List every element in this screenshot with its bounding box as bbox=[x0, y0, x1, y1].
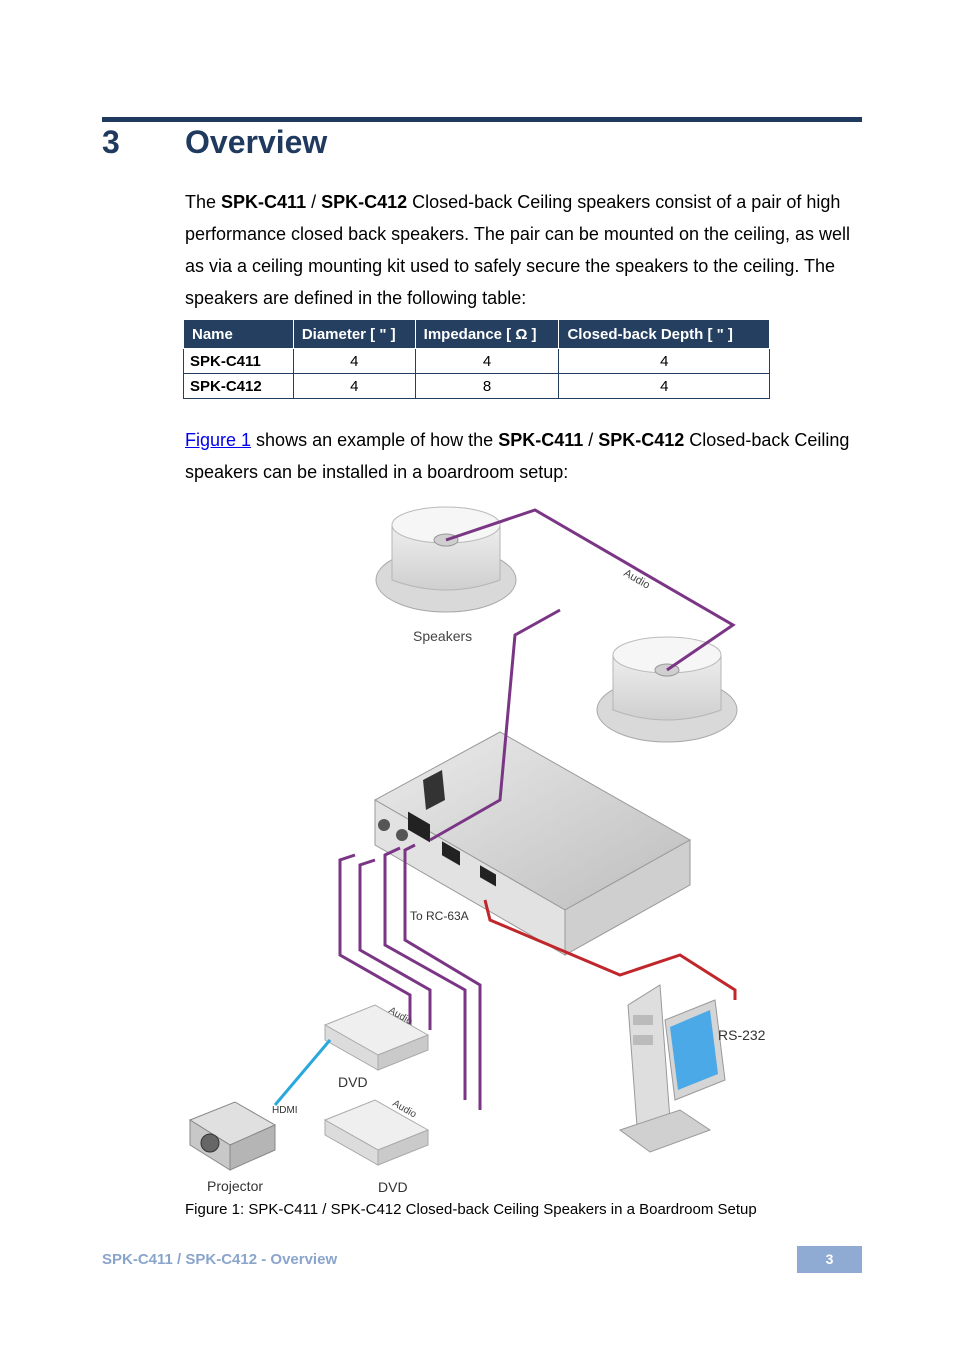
figure-intro-paragraph: Figure 1 shows an example of how the SPK… bbox=[185, 430, 850, 482]
page-number: 3 bbox=[797, 1246, 862, 1273]
hdmi-cable bbox=[273, 1039, 332, 1106]
projector-label: Projector bbox=[207, 1178, 263, 1194]
speaker-spec-table: Name Diameter [ " ] Impedance [ Ω ] Clos… bbox=[183, 319, 770, 399]
dvd-label-1: DVD bbox=[338, 1074, 368, 1090]
dvd-label-2: DVD bbox=[378, 1179, 408, 1195]
header-impedance: Impedance [ Ω ] bbox=[414, 319, 560, 349]
figure-1-link[interactable]: Figure 1 bbox=[185, 430, 252, 450]
cell-depth: 4 bbox=[558, 373, 770, 399]
to-rc-label: To RC-63A bbox=[410, 909, 469, 923]
cell-depth: 4 bbox=[558, 348, 770, 374]
table-row: SPK-C412 4 8 4 bbox=[183, 373, 770, 399]
cell-impedance: 8 bbox=[414, 373, 560, 399]
ceiling-speaker-2 bbox=[596, 636, 738, 743]
cell-impedance: 4 bbox=[414, 348, 560, 374]
rs232-label: RS-232 bbox=[718, 1027, 766, 1043]
hdmi-label: HDMI bbox=[272, 1105, 298, 1116]
intro-paragraph: The SPK-C411 / SPK-C412 Closed-back Ceil… bbox=[185, 192, 851, 308]
projector bbox=[188, 1101, 277, 1171]
header-depth: Closed-back Depth [ " ] bbox=[558, 319, 770, 349]
rs232-cable bbox=[483, 899, 737, 1000]
table-header-row: Name Diameter [ " ] Impedance [ Ω ] Clos… bbox=[183, 319, 770, 349]
computer bbox=[618, 984, 726, 1153]
controller-device bbox=[373, 731, 692, 956]
footer-title: SPK-C411 / SPK-C412 - Overview bbox=[102, 1251, 338, 1268]
cell-name: SPK-C411 bbox=[183, 348, 294, 374]
section-rule bbox=[102, 117, 862, 122]
dvd-player-1 bbox=[323, 1004, 430, 1071]
audio-label-top: Audio bbox=[622, 567, 652, 591]
boardroom-setup-figure: Speakers To RC-63A Audio RS-232 bbox=[188, 506, 766, 1195]
header-diameter: Diameter [ " ] bbox=[292, 319, 416, 349]
cell-name: SPK-C412 bbox=[183, 373, 294, 399]
figure-caption: Figure 1: SPK-C411 / SPK-C412 Closed-bac… bbox=[185, 1201, 757, 1218]
header-name: Name bbox=[183, 319, 294, 349]
cell-diameter: 4 bbox=[292, 348, 416, 374]
audio-cables bbox=[338, 508, 736, 1110]
cell-diameter: 4 bbox=[292, 373, 416, 399]
table-row: SPK-C411 4 4 4 bbox=[183, 348, 770, 374]
section-number: 3 bbox=[102, 124, 120, 160]
speakers-label: Speakers bbox=[413, 628, 472, 644]
dvd-player-2 bbox=[323, 1099, 430, 1166]
section-title: Overview bbox=[185, 124, 328, 160]
